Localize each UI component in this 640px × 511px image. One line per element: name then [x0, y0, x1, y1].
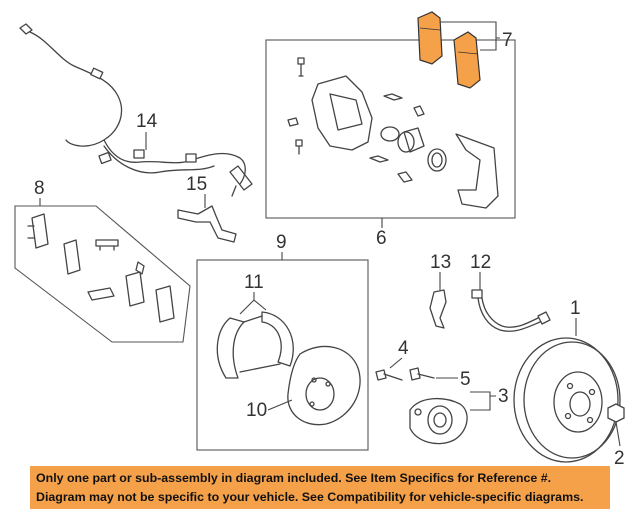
callout-11: 11 [244, 272, 264, 293]
callout-5: 5 [460, 369, 471, 390]
callout-15: 15 [186, 174, 207, 195]
hub-bearing [409, 398, 468, 445]
brake-shoes [216, 311, 294, 379]
hub-bolt [375, 369, 403, 381]
parking-brake-box [196, 259, 369, 451]
callout-10: 10 [246, 400, 267, 421]
caliper-parts [287, 57, 499, 209]
callout-8: 8 [34, 178, 45, 199]
callout-2: 2 [614, 448, 625, 469]
caliper-assembly-box [265, 39, 516, 219]
callout-1: 1 [570, 298, 581, 319]
disclaimer-line-2: Diagram may not be specific to your vehi… [36, 490, 584, 504]
callout-12: 12 [470, 252, 491, 273]
brake-hose [471, 289, 551, 332]
hub-nut [607, 403, 625, 423]
disclaimer-banner: Only one part or sub-assembly in diagram… [30, 466, 610, 509]
hardware-kit-box [14, 205, 191, 343]
callout-4: 4 [398, 338, 409, 359]
clip-bracket [429, 289, 447, 329]
brake-pads [417, 11, 481, 89]
sensor-bracket [177, 205, 237, 243]
callout-3: 3 [498, 386, 509, 407]
flange-bolt [409, 367, 435, 381]
abs-wire-harness [19, 23, 253, 197]
brake-rotor [513, 337, 621, 463]
hardware-kit-parts [27, 213, 175, 323]
disclaimer-line-1: Only one part or sub-assembly in diagram… [36, 471, 552, 485]
callout-14: 14 [136, 111, 158, 132]
callout-6: 6 [376, 228, 387, 249]
callout-7: 7 [502, 30, 513, 51]
backing-plate [287, 345, 361, 426]
callout-9: 9 [276, 232, 287, 253]
callout-13: 13 [430, 252, 451, 273]
